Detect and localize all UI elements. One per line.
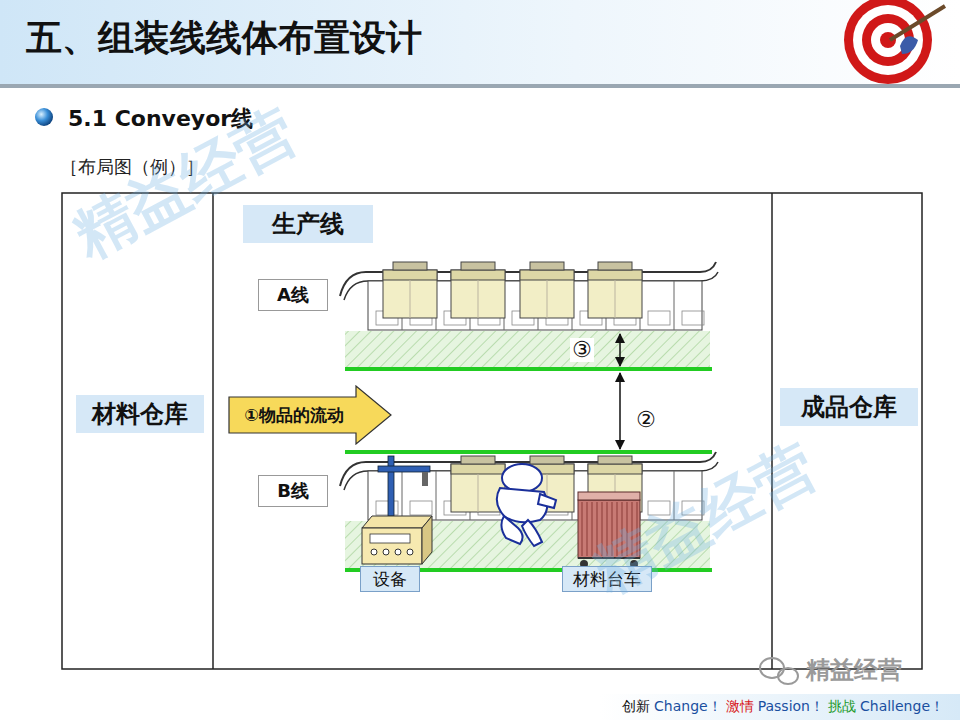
- work-area: [345, 331, 710, 368]
- panel-divider: [771, 193, 773, 669]
- cart-slat: [587, 502, 588, 556]
- flow-arrow: ①物品的流动: [228, 385, 392, 445]
- node-text: 材料仓库: [92, 398, 188, 430]
- part-label: 设备: [360, 566, 420, 592]
- callout-number: ③: [570, 338, 594, 362]
- distance-arrow: [619, 334, 621, 366]
- cart-slat: [592, 502, 593, 556]
- cart-slat: [617, 502, 618, 556]
- node-text: 生产线: [272, 208, 344, 240]
- cart-slat: [597, 502, 598, 556]
- section-heading: 5.1 Conveyor线: [68, 104, 253, 134]
- line-label: A线: [258, 279, 328, 311]
- cart-slat: [602, 502, 603, 556]
- cart-slat: [632, 502, 633, 556]
- green-line: [345, 367, 712, 371]
- conveyor-a: [340, 262, 718, 330]
- material-cart: [578, 492, 640, 568]
- panel-divider: [212, 193, 214, 669]
- conveyor-pallet: [682, 501, 704, 515]
- logo-text: 精益经营: [806, 654, 902, 686]
- wechat-icon: [760, 658, 798, 684]
- conveyor-pallet: [410, 501, 432, 515]
- equipment-figure: [362, 456, 432, 564]
- part-label: 材料台车: [562, 566, 652, 592]
- warehouse-box: 成品仓库: [780, 388, 918, 426]
- target-logo: [844, 0, 945, 84]
- node-text: A线: [277, 283, 309, 307]
- conveyor-cell: [674, 471, 675, 520]
- cart-slat: [627, 502, 628, 556]
- slogan: 创新: [622, 698, 650, 716]
- conveyor-pallet: [376, 501, 398, 515]
- layout-frame: [62, 193, 922, 669]
- header-band: [0, 0, 960, 84]
- work-area: [345, 521, 710, 569]
- green-line: [345, 450, 712, 454]
- slogan: Challenge！: [860, 698, 944, 716]
- figure-caption: ［布局图（例）］: [60, 155, 204, 179]
- conveyor-cell: [436, 471, 437, 520]
- footer-band: [600, 694, 960, 720]
- slogan: 激情: [726, 698, 754, 716]
- warehouse-box: 材料仓库: [76, 395, 204, 433]
- footer-slogan: 创新Change！激情Passion！挑战Challenge！: [622, 698, 944, 716]
- worker-figure: [497, 464, 556, 546]
- cart-slat: [612, 502, 613, 556]
- node-text: ①物品的流动: [244, 404, 343, 427]
- cart-slat: [637, 502, 638, 556]
- bullet-ball: [35, 108, 53, 126]
- area-heading: 生产线: [243, 205, 373, 243]
- slogan: Change！: [654, 698, 722, 716]
- slide-title: 五、组装线线体布置设计: [26, 14, 422, 63]
- cart-slat: [622, 502, 623, 556]
- callout-number: ②: [634, 408, 658, 432]
- node-text: B线: [277, 479, 309, 503]
- conveyor-pallet: [648, 311, 670, 325]
- slogan: Passion！: [758, 698, 824, 716]
- cart-slat: [607, 502, 608, 556]
- header-rule: [0, 84, 960, 88]
- cart-slat: [582, 502, 583, 556]
- washing-machine: [451, 262, 505, 318]
- washing-machine: [588, 262, 642, 318]
- conveyor-pallet: [682, 311, 704, 325]
- node-text: 材料台车: [573, 568, 641, 591]
- node-text: 成品仓库: [801, 391, 897, 423]
- slogan: 挑战: [828, 698, 856, 716]
- line-label: B线: [258, 475, 328, 507]
- washing-machine: [520, 262, 574, 318]
- node-text: 设备: [373, 568, 407, 591]
- conveyor-cell: [402, 471, 403, 520]
- conveyor-cell: [674, 281, 675, 330]
- washing-machine: [383, 262, 437, 318]
- distance-arrow: [619, 373, 621, 449]
- conveyor-pallet: [648, 501, 670, 515]
